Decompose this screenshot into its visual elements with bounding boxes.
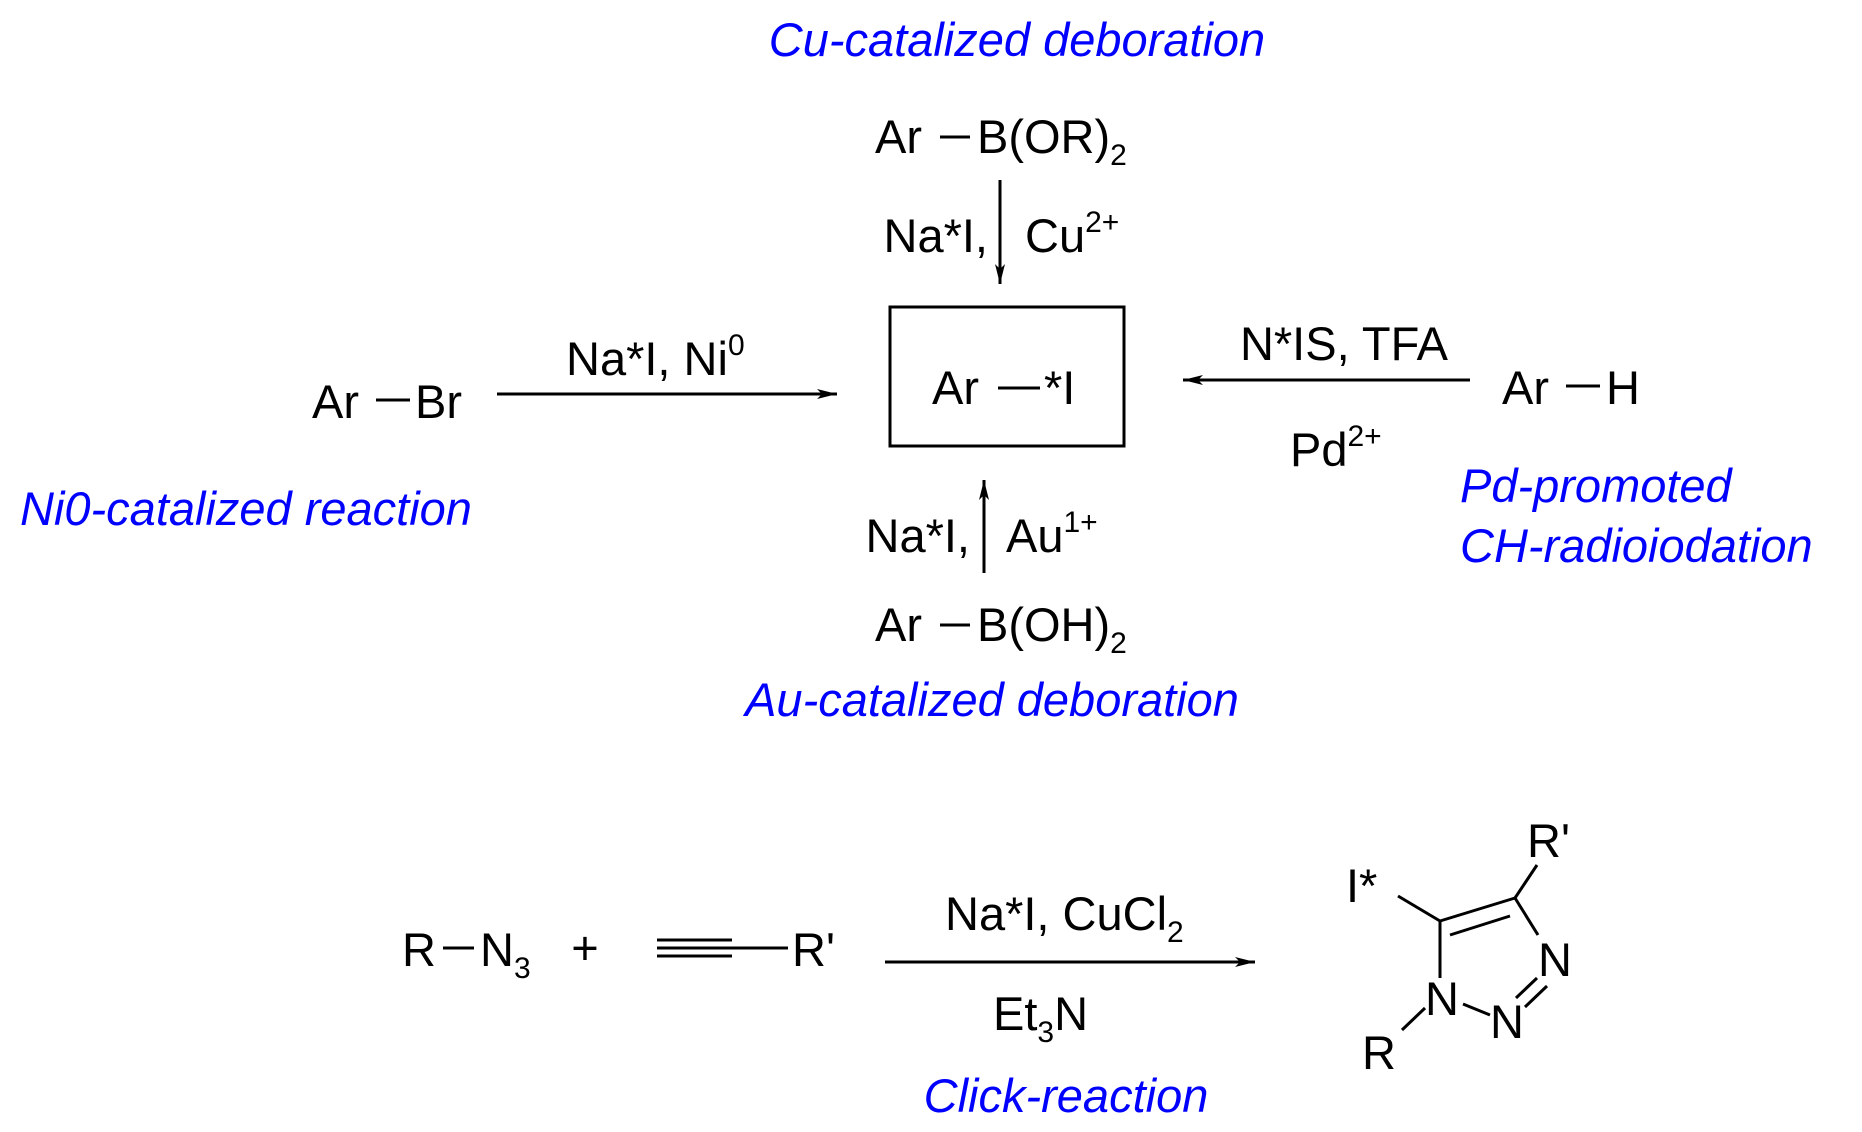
c4-n3-bond	[1513, 897, 1540, 936]
caption-pd-line2: CH-radioiodation	[1460, 519, 1813, 572]
alkyne-r-prime: R'	[792, 923, 835, 976]
bottom-reactant: Ar B(OH)2	[875, 598, 1127, 660]
bottom-ar: Ar	[875, 598, 922, 651]
bottom-metal: Au1+	[1006, 506, 1098, 562]
n2-n1-bond	[1462, 1002, 1491, 1017]
left-ar: Ar	[312, 375, 359, 428]
top-ar: Ar	[875, 110, 922, 163]
azide-n: N3	[480, 923, 531, 985]
top-reagent: Na*I,	[884, 209, 989, 262]
caption-pd-line1: Pd-promoted	[1460, 459, 1734, 512]
triazole-r: R	[1362, 1026, 1396, 1079]
c5-c4-double	[1449, 914, 1511, 937]
caption-click-reaction: Click-reaction	[924, 1069, 1209, 1122]
right-reagent-top: N*IS, TFA	[1240, 317, 1449, 370]
top-group: B(OR)2	[977, 110, 1127, 172]
top-reactant: Ar B(OR)2	[875, 110, 1127, 172]
left-halide: Br	[415, 375, 462, 428]
n3-n2-bond	[1523, 984, 1549, 1009]
c4-rprime-bond	[1513, 864, 1539, 899]
triazole-n1: N	[1425, 972, 1459, 1025]
right-h: H	[1606, 361, 1640, 414]
plus-sign: +	[571, 921, 598, 974]
caption-au-deboration: Au-catalized deboration	[742, 673, 1239, 726]
left-reagent: Na*I, Ni0	[566, 329, 745, 385]
caption-cu-deboration: Cu-catalized deboration	[769, 13, 1265, 66]
alkyne: R'	[657, 923, 835, 976]
iodine-c5-bond	[1397, 894, 1441, 923]
click-reagent-bottom: Et3N	[993, 987, 1088, 1049]
top-metal: Cu2+	[1025, 206, 1119, 262]
triazole-n3: N	[1538, 933, 1572, 986]
product-box	[888, 305, 1126, 448]
n1-r-bond	[1400, 1006, 1427, 1032]
triazole-product: I* R' N N N R	[1346, 814, 1572, 1079]
right-metal: Pd2+	[1290, 420, 1382, 476]
click-reagent-top: Na*I, CuCl2	[945, 887, 1184, 949]
bottom-reagent: Na*I,	[866, 509, 971, 562]
triazole-n2: N	[1490, 995, 1524, 1048]
center-iodine: *I	[1044, 361, 1075, 414]
triazole-iodine: I*	[1346, 859, 1377, 912]
bottom-group: B(OH)2	[977, 598, 1127, 660]
n3-n2-double	[1514, 976, 1539, 1000]
caption-ni-reaction: Ni0-catalized reaction	[20, 482, 472, 535]
right-ar: Ar	[1502, 361, 1549, 414]
center-ar: Ar	[932, 361, 979, 414]
c5-c4-bond	[1439, 896, 1516, 923]
triazole-r-prime: R'	[1527, 814, 1570, 867]
azide-r: R	[402, 923, 436, 976]
